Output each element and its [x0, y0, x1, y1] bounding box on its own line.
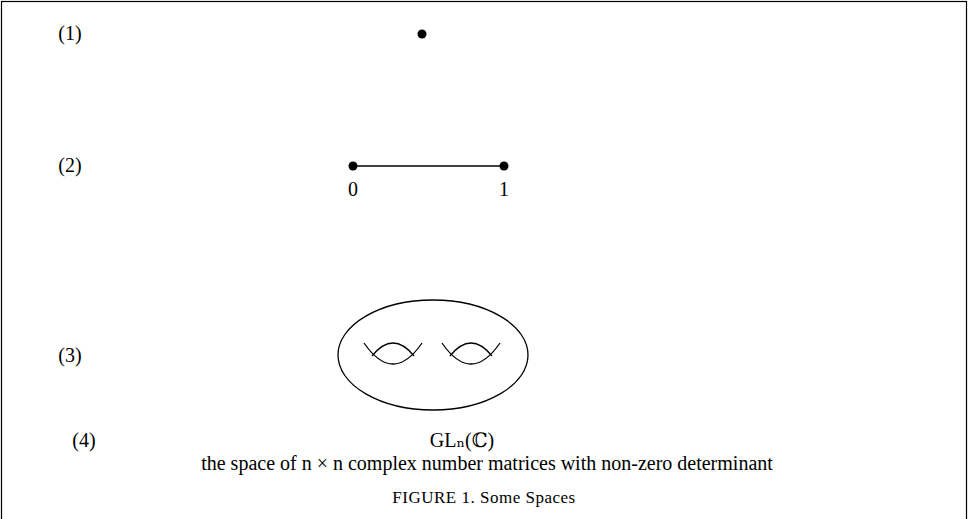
torus-hole — [372, 343, 414, 356]
torus-hole — [364, 343, 422, 364]
torus-hole — [442, 343, 500, 364]
item-number: (4) — [72, 429, 95, 451]
endpoint-label: 1 — [499, 178, 509, 200]
item-number: (2) — [58, 154, 81, 176]
endpoint — [349, 162, 358, 171]
interval — [353, 165, 504, 166]
double-torus — [338, 300, 528, 410]
endpoint — [500, 162, 509, 171]
point — [418, 30, 427, 39]
torus-hole — [450, 343, 492, 356]
endpoint-label: 0 — [348, 178, 358, 200]
item-number: (3) — [58, 344, 81, 366]
figure-caption: FIGURE 1. Some Spaces — [392, 489, 575, 508]
space-name: GLₙ(ℂ) — [430, 429, 495, 451]
item-number: (1) — [58, 22, 81, 44]
space-description: the space of n × n complex number matric… — [201, 452, 773, 474]
